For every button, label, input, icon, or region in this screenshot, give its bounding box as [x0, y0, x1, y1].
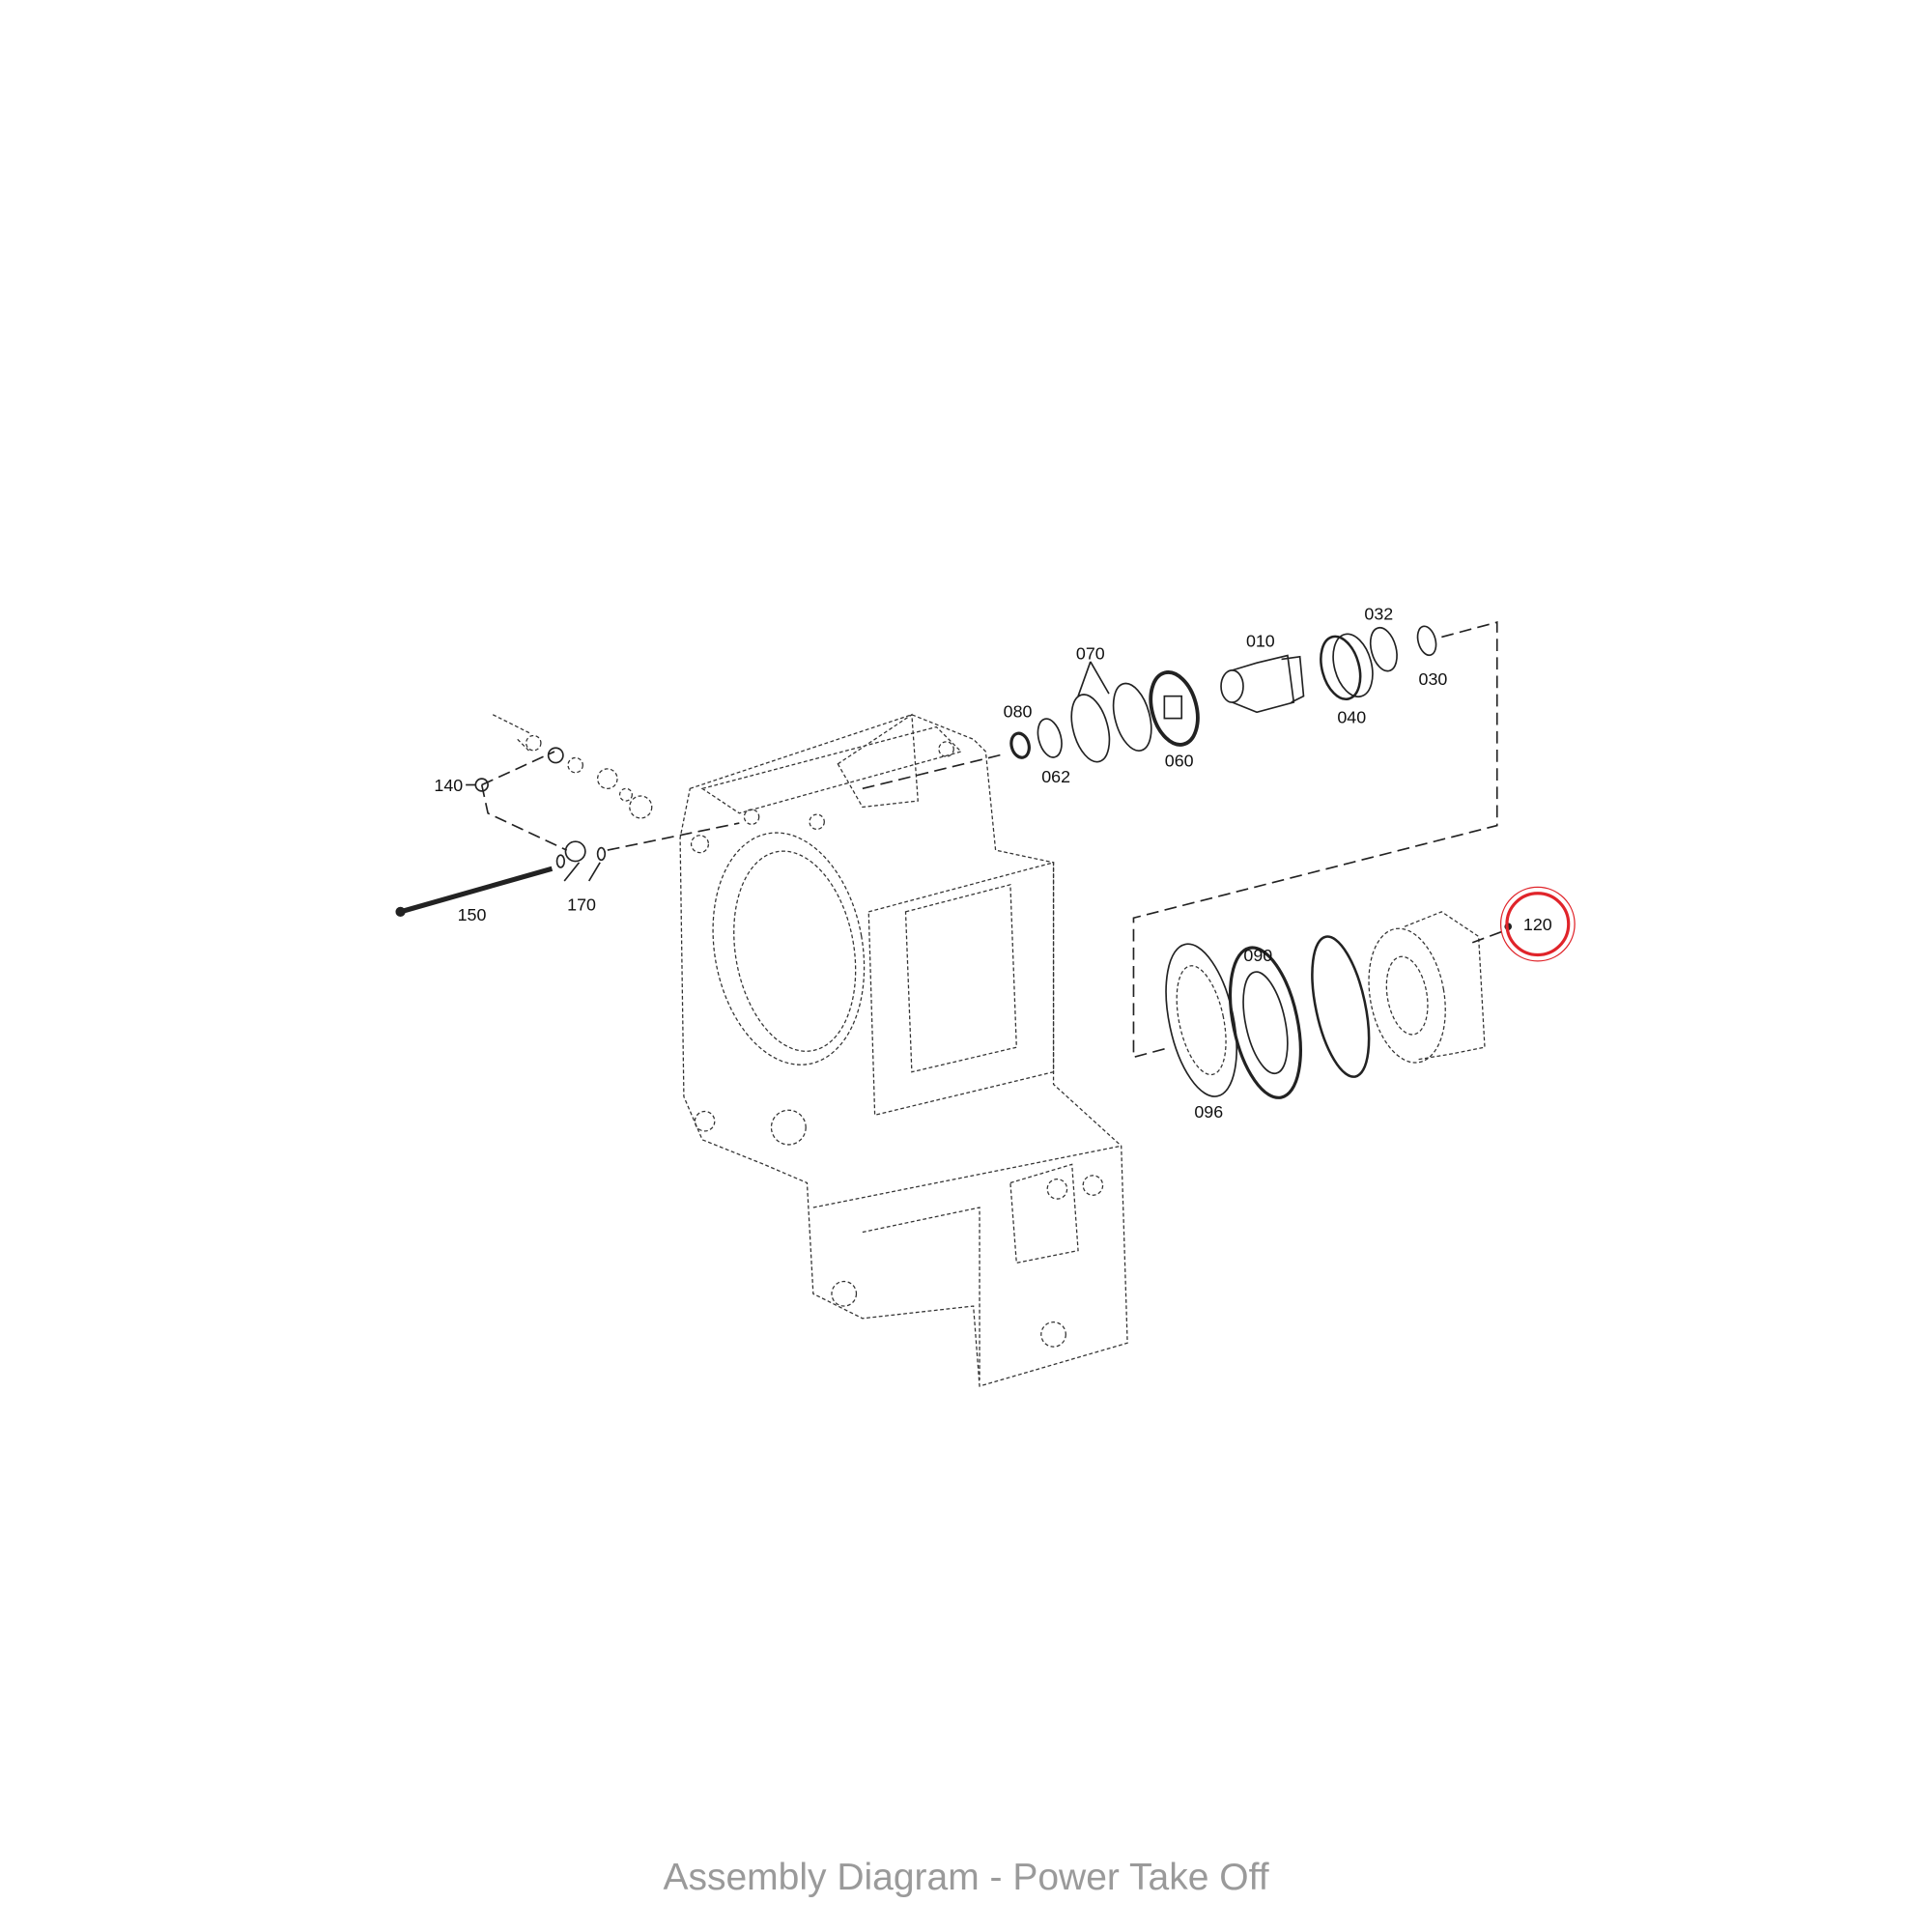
callout-062[interactable]: 062 — [1041, 767, 1070, 786]
banjo-fitting-group — [395, 714, 740, 917]
transmission-housing — [679, 713, 1128, 1387]
callout-096[interactable]: 096 — [1194, 1102, 1223, 1122]
callout-140[interactable]: 140 — [434, 776, 463, 795]
shaft-parts-group — [862, 621, 1498, 1059]
callout-040[interactable]: 040 — [1337, 708, 1366, 727]
callout-120-highlighted[interactable]: 120 — [1523, 915, 1552, 934]
callout-170[interactable]: 170 — [567, 895, 596, 915]
cover-parts-group — [1165, 911, 1513, 1099]
callout-060[interactable]: 060 — [1165, 751, 1194, 770]
callout-032[interactable]: 032 — [1364, 605, 1393, 624]
callout-030[interactable]: 030 — [1419, 669, 1448, 689]
highlight-ring-inner — [1505, 892, 1571, 957]
callout-010[interactable]: 010 — [1246, 632, 1275, 651]
callout-090[interactable]: 090 — [1243, 946, 1272, 965]
callout-150[interactable]: 150 — [458, 905, 487, 924]
callout-080[interactable]: 080 — [1004, 701, 1033, 721]
diagram-caption: Assembly Diagram - Power Take Off — [663, 1857, 1269, 1898]
callout-070[interactable]: 070 — [1076, 643, 1105, 663]
highlight-ring-outer — [1499, 886, 1576, 962]
callout-labels: 010 032 030 040 070 080 062 060 140 150 … — [434, 605, 1576, 1122]
